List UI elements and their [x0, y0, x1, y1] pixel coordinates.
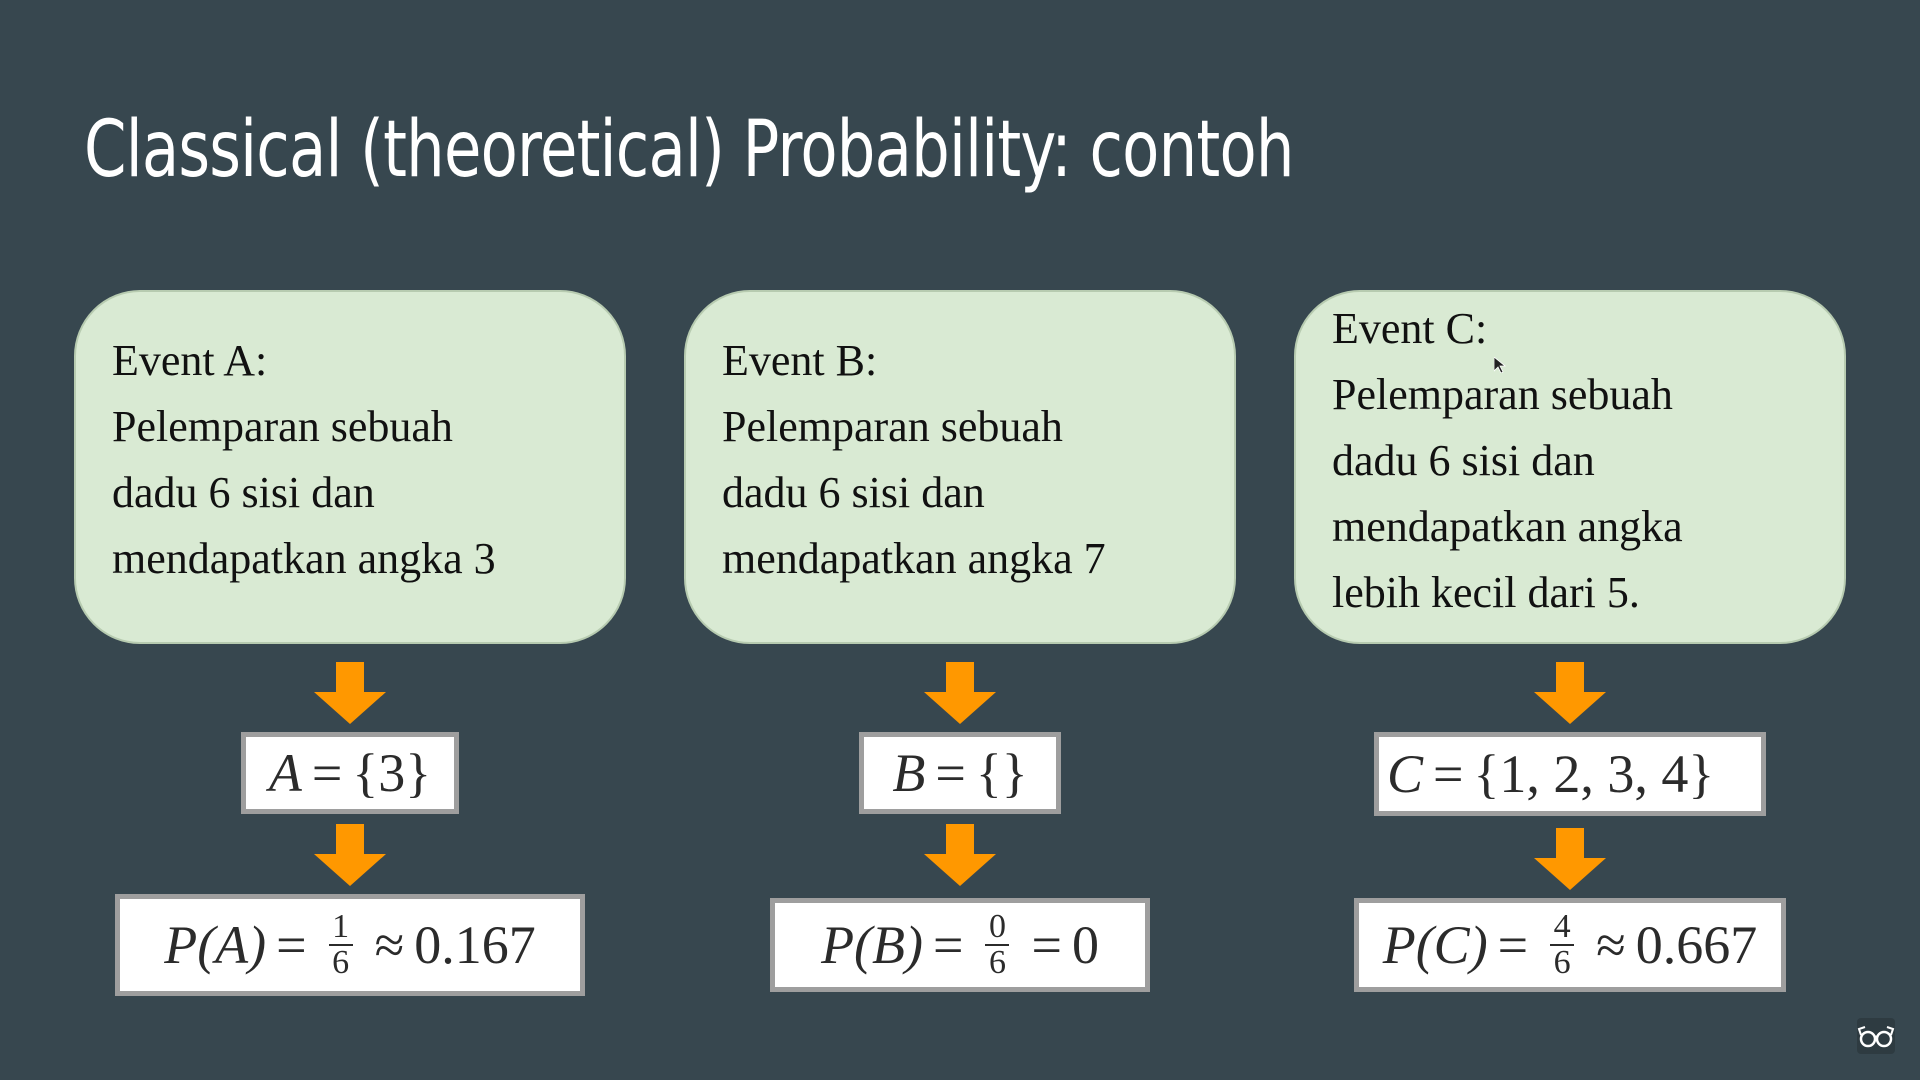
- set-b-var: B: [892, 743, 926, 803]
- mouse-cursor-icon: [1494, 357, 1506, 373]
- event-c-line-3: mendapatkan angka: [1332, 502, 1683, 551]
- fraction-bar: [328, 944, 353, 946]
- prob-a-denominator: 6: [332, 944, 350, 981]
- event-a-heading: Event A:: [112, 336, 268, 385]
- prob-a-eq: =: [276, 915, 307, 975]
- slide-title: Classical (theoretical) Probability: con…: [84, 105, 1294, 195]
- event-c-set-box: C = {1, 2, 3, 4}: [1374, 732, 1766, 816]
- set-c-eq: =: [1433, 744, 1464, 804]
- prob-a-result: 0.167: [414, 915, 536, 975]
- set-a-eq: =: [311, 743, 343, 803]
- prob-c-fraction: 4 6: [1550, 908, 1575, 981]
- event-a-column: Event A: Pelemparan sebuah dadu 6 sisi d…: [74, 290, 626, 996]
- prob-c-lhs: P(C): [1382, 915, 1488, 975]
- prob-c-numerator: 4: [1553, 908, 1571, 945]
- event-c-column: Event C: Pelemparan sebuah dadu 6 sisi d…: [1294, 290, 1846, 992]
- prob-c-relation: ≈: [1596, 915, 1626, 975]
- event-b-set-box: B = {}: [859, 732, 1061, 814]
- prob-b-relation: =: [1031, 915, 1062, 975]
- prob-b-denominator: 6: [988, 944, 1006, 981]
- set-c-var: C: [1387, 744, 1424, 804]
- event-c-line-4: lebih kecil dari 5.: [1332, 568, 1640, 617]
- set-c-value: {1, 2, 3, 4}: [1473, 744, 1715, 804]
- set-b-value: {}: [975, 743, 1028, 803]
- prob-b-eq: =: [933, 915, 964, 975]
- prob-b-lhs: P(B): [821, 915, 923, 975]
- event-a-line-1: Pelemparan sebuah: [112, 402, 453, 451]
- event-b-card: Event B: Pelemparan sebuah dadu 6 sisi d…: [684, 290, 1236, 644]
- prob-a-relation: ≈: [374, 915, 405, 975]
- event-a-probability-box: P(A) = 1 6 ≈ 0.167: [115, 894, 585, 996]
- event-a-card: Event A: Pelemparan sebuah dadu 6 sisi d…: [74, 290, 626, 644]
- prob-c-denominator: 6: [1553, 944, 1571, 981]
- event-c-probability-box: P(C) = 4 6 ≈ 0.667: [1354, 898, 1786, 992]
- down-arrow-icon: [924, 824, 996, 886]
- event-b-heading: Event B:: [722, 336, 878, 385]
- event-a-line-3: mendapatkan angka 3: [112, 534, 496, 583]
- event-b-line-1: Pelemparan sebuah: [722, 402, 1063, 451]
- down-arrow-icon: [1534, 662, 1606, 724]
- event-b-column: Event B: Pelemparan sebuah dadu 6 sisi d…: [684, 290, 1236, 992]
- prob-b-result: 0: [1071, 915, 1099, 975]
- event-a-line-2: dadu 6 sisi dan: [112, 468, 375, 517]
- glasses-icon[interactable]: [1857, 1018, 1895, 1054]
- prob-a-fraction: 1 6: [328, 908, 353, 981]
- fraction-bar: [985, 944, 1010, 946]
- down-arrow-icon: [314, 824, 386, 886]
- event-c-line-1: Pelemparan sebuah: [1332, 370, 1673, 419]
- event-a-set-box: A = {3}: [241, 732, 459, 814]
- event-c-card: Event C: Pelemparan sebuah dadu 6 sisi d…: [1294, 290, 1846, 644]
- down-arrow-icon: [924, 662, 996, 724]
- prob-c-result: 0.667: [1635, 915, 1758, 975]
- prob-a-numerator: 1: [332, 908, 350, 945]
- fraction-bar: [1550, 944, 1575, 946]
- prob-a-lhs: P(A): [164, 915, 267, 975]
- down-arrow-icon: [314, 662, 386, 724]
- prob-b-fraction: 0 6: [985, 908, 1010, 981]
- prob-c-eq: =: [1497, 915, 1529, 975]
- set-a-var: A: [268, 743, 302, 803]
- event-b-line-2: dadu 6 sisi dan: [722, 468, 985, 517]
- event-c-heading: Event C:: [1332, 304, 1488, 353]
- set-b-eq: =: [935, 743, 966, 803]
- event-b-line-3: mendapatkan angka 7: [722, 534, 1106, 583]
- prob-b-numerator: 0: [988, 908, 1006, 945]
- down-arrow-icon: [1534, 828, 1606, 890]
- event-c-line-2: dadu 6 sisi dan: [1332, 436, 1595, 485]
- set-a-value: {3}: [352, 743, 432, 803]
- event-b-probability-box: P(B) = 0 6 = 0: [770, 898, 1150, 992]
